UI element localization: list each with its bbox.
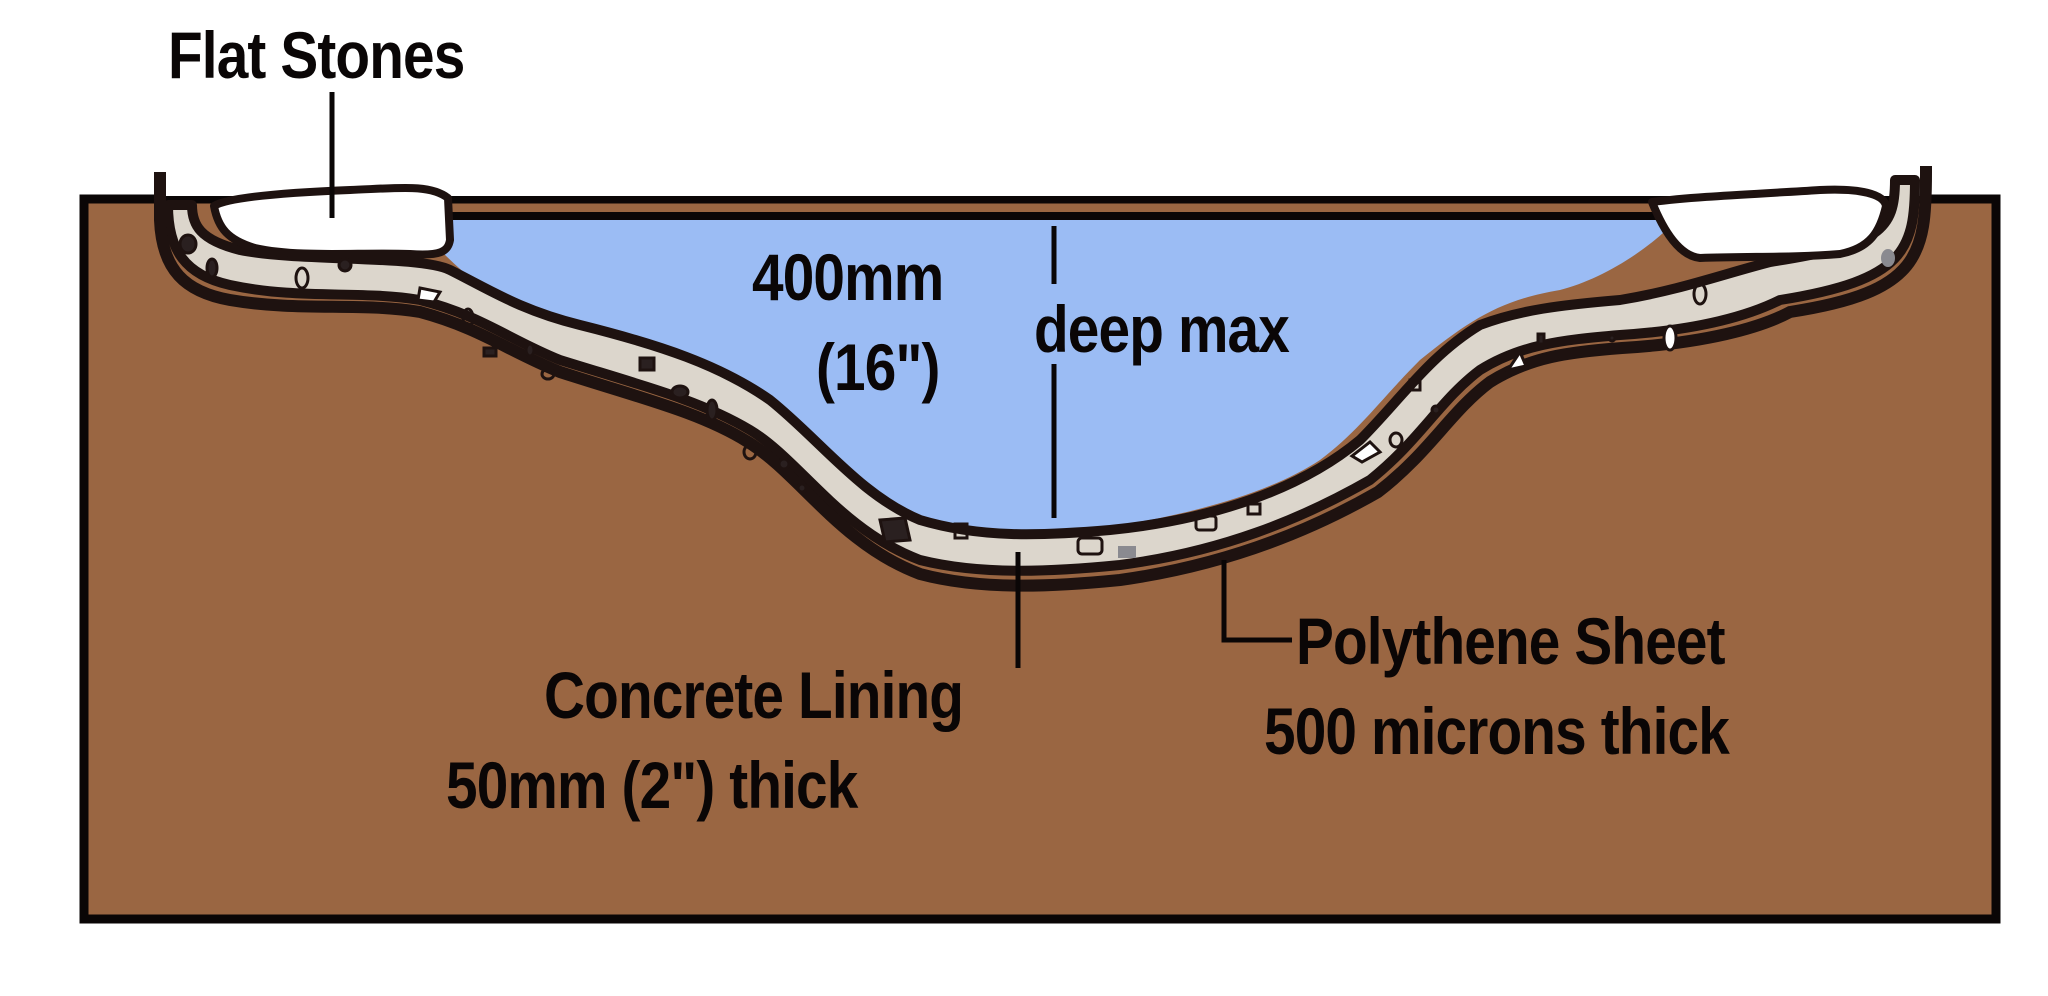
flat-stone-right [1648, 185, 1890, 262]
polythene-thickness-label: 500 microns thick [1264, 694, 1730, 768]
water-area [440, 216, 1680, 534]
depth-note-label: deep max [1034, 292, 1290, 366]
ground-top-gap [160, 160, 1920, 196]
concrete-lining [163, 175, 1920, 576]
flat-stone-left [210, 183, 454, 259]
polythene-leader-line [1221, 560, 1292, 643]
polythene-sheet-label: Polythene Sheet [1296, 604, 1726, 678]
depth-mm-label: 400mm [752, 240, 944, 314]
concrete-aggregate [178, 233, 1895, 558]
depth-inches-label: (16") [816, 330, 940, 404]
concrete-thickness-label: 50mm (2") thick [446, 748, 858, 822]
concrete-lining-label: Concrete Lining [544, 658, 964, 732]
flat-stones-label: Flat Stones [168, 18, 465, 92]
